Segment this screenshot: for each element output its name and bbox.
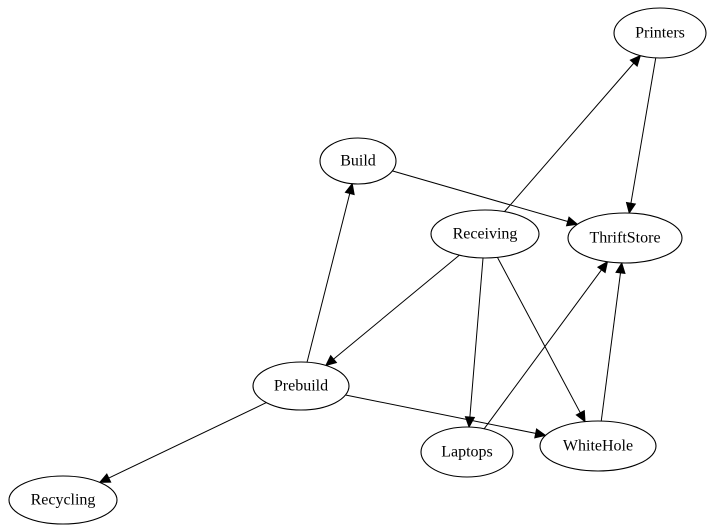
arrowhead-icon <box>629 54 642 67</box>
node-laptops[interactable]: Laptops <box>420 426 514 478</box>
edge-line <box>306 193 351 363</box>
node-label: ThriftStore <box>589 230 660 247</box>
node-label: Recycling <box>31 492 96 509</box>
arrowhead-icon <box>565 216 579 227</box>
arrowhead-icon <box>625 201 637 215</box>
node-label: Laptops <box>441 444 493 461</box>
edge-line <box>600 272 621 422</box>
edge-line <box>497 257 581 414</box>
node-shape <box>539 420 657 472</box>
edge-laptops-to-thrift-store <box>483 260 609 430</box>
node-printers[interactable]: Printers <box>613 7 707 59</box>
edge-prebuild-to-recycling <box>98 402 267 483</box>
edges-layer <box>98 54 657 483</box>
node-label: WhiteHole <box>563 438 633 455</box>
node-shape <box>420 426 514 478</box>
node-shape <box>252 361 350 411</box>
node-label: Build <box>340 153 376 170</box>
node-shape <box>430 209 540 259</box>
edge-line <box>483 269 602 430</box>
arrowhead-icon <box>344 182 355 196</box>
node-shape <box>567 212 683 264</box>
edge-build-to-thrift-store <box>392 170 579 227</box>
node-shape <box>319 137 397 185</box>
edge-line <box>108 402 267 479</box>
arrowhead-icon <box>98 473 112 483</box>
node-receiving[interactable]: Receiving <box>430 209 540 259</box>
node-prebuild[interactable]: Prebuild <box>252 361 350 411</box>
edge-prebuild-to-build <box>306 182 355 363</box>
edge-receiving-to-laptops <box>464 257 484 429</box>
edge-line <box>345 394 536 434</box>
edge-receiving-to-printers <box>504 54 642 212</box>
node-build[interactable]: Build <box>319 137 397 185</box>
node-label: Printers <box>635 25 685 42</box>
arrowhead-icon <box>615 261 626 275</box>
node-recycling[interactable]: Recycling <box>8 475 118 525</box>
arrowhead-icon <box>464 416 476 429</box>
edge-white-hole-to-thrift-store <box>600 261 626 422</box>
edge-receiving-to-prebuild <box>324 254 460 367</box>
node-label: Receiving <box>453 226 518 243</box>
edge-line <box>392 170 568 222</box>
edge-line <box>469 257 484 418</box>
edge-line <box>333 254 460 360</box>
node-thrift-store[interactable]: ThriftStore <box>567 212 683 264</box>
edge-receiving-to-white-hole <box>497 257 586 423</box>
node-shape <box>8 475 118 525</box>
node-shape <box>613 7 707 59</box>
edge-line <box>504 62 635 212</box>
node-white-hole[interactable]: WhiteHole <box>539 420 657 472</box>
edge-printers-to-thrift-store <box>625 57 657 215</box>
edge-prebuild-to-white-hole <box>345 394 547 439</box>
arrowhead-icon <box>534 428 547 439</box>
node-label: Prebuild <box>274 378 328 395</box>
arrowhead-icon <box>596 260 609 274</box>
arrowhead-icon <box>575 409 586 423</box>
arrowhead-icon <box>324 354 338 367</box>
edge-line <box>630 57 657 204</box>
